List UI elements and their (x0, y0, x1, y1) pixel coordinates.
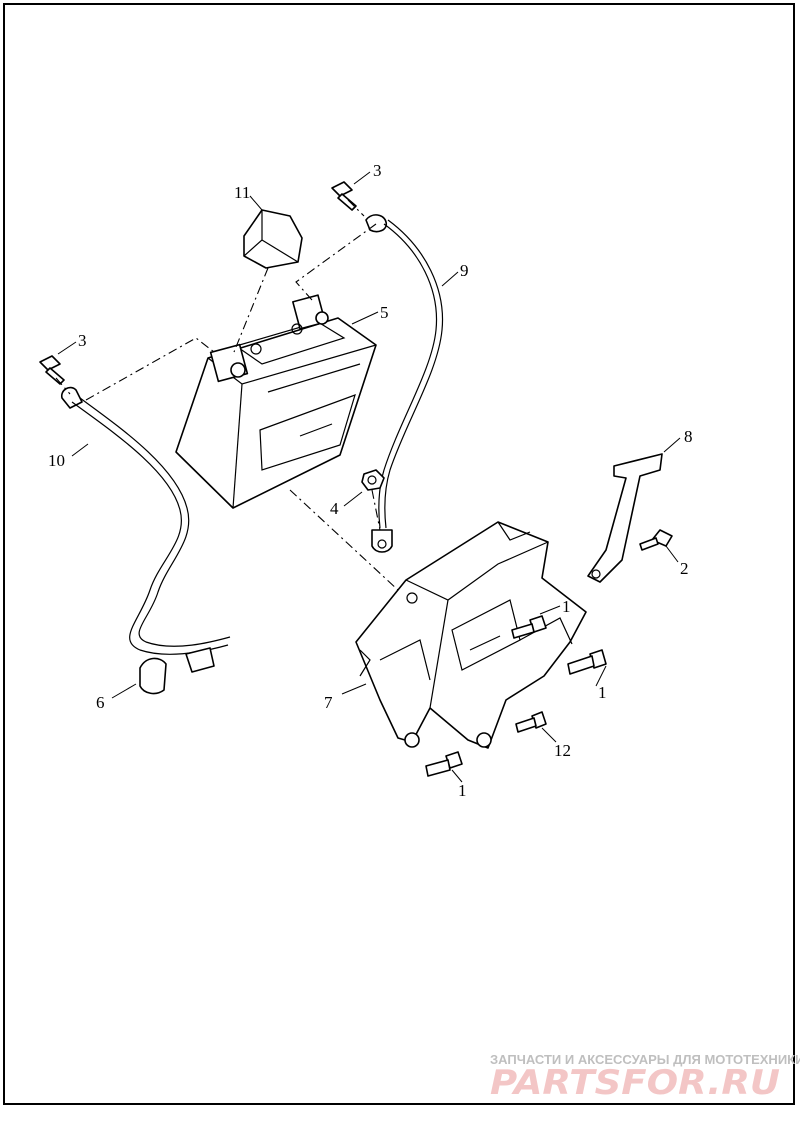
callout-7: 7 (324, 693, 333, 712)
callout-1-upper: 1 (562, 597, 571, 616)
callout-5: 5 (380, 303, 389, 322)
callout-4: 4 (330, 499, 339, 518)
callout-12: 12 (554, 741, 571, 760)
negative-cable (365, 214, 444, 553)
screw-1-right (567, 649, 607, 675)
callout-8: 8 (684, 427, 693, 446)
retaining-strap (587, 453, 663, 583)
terminal-cover (243, 209, 303, 269)
screw-3-upper (331, 181, 357, 211)
callout-10: 10 (48, 451, 65, 470)
callout-6: 6 (96, 693, 105, 712)
callout-2: 2 (680, 559, 689, 578)
callouts: 3 11 9 5 3 10 4 8 2 1 1 7 6 12 1 (48, 161, 693, 800)
battery-tray (355, 521, 587, 749)
diagram-frame (3, 3, 795, 1105)
screw-1-upper (511, 615, 547, 639)
callout-11: 11 (234, 183, 250, 202)
watermark: ЗАПЧАСТИ И АКСЕССУАРЫ ДЛЯ МОТОТЕХНИКИ PA… (490, 1052, 800, 1103)
nut (361, 469, 385, 491)
leader-lines (57, 171, 681, 783)
battery (175, 294, 377, 509)
callout-3-upper: 3 (373, 161, 382, 180)
callout-3-lower: 3 (78, 331, 87, 350)
watermark-logo: PARTSFOR.RU (490, 1063, 780, 1103)
screw-2 (639, 529, 673, 551)
screw-1-lower (425, 751, 463, 777)
callout-1-lower: 1 (458, 781, 467, 800)
watermark-tagline: ЗАПЧАСТИ И АКСЕССУАРЫ ДЛЯ МОТОТЕХНИКИ (490, 1052, 800, 1067)
positive-cable (60, 386, 231, 695)
callout-1-right: 1 (598, 683, 607, 702)
assembly-lines (55, 199, 399, 591)
screw-3-lower (39, 355, 65, 385)
callout-9: 9 (460, 261, 469, 280)
screw-12 (515, 711, 547, 733)
